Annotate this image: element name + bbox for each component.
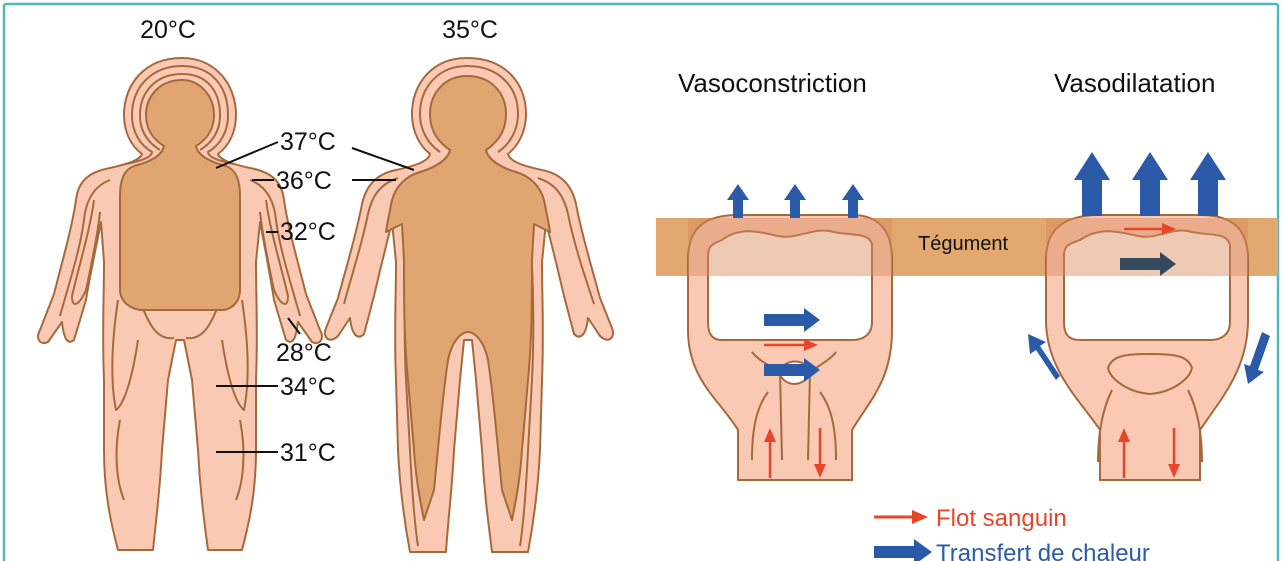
- heat-arrow-big-3: [1190, 152, 1226, 216]
- leader-37-warm: [352, 148, 414, 170]
- heat-arrow-big-2: [1132, 152, 1168, 216]
- title-vasodilatation: Vasodilatation: [1054, 68, 1215, 98]
- legend-heat-arrow-icon: [874, 539, 932, 561]
- label-temp-28: 28°C: [276, 339, 332, 367]
- legend-heat-transfer-label: Transfert de chaleur: [936, 540, 1150, 561]
- heat-arrow-up-2: [784, 184, 806, 218]
- label-warm-temp: 35°C: [442, 16, 498, 44]
- legend-blood-flow-label: Flot sanguin: [936, 505, 1067, 532]
- legend: Flot sanguin Transfert de chaleur: [874, 505, 1150, 561]
- title-vasoconstriction: Vasoconstriction: [678, 68, 867, 98]
- label-temp-32: 32°C: [280, 218, 336, 246]
- heat-arrow-up-1: [727, 184, 749, 218]
- tegument-overlap-left: [688, 218, 892, 276]
- heat-arrow-big-1: [1074, 152, 1110, 216]
- legend-blood-arrow-icon: [912, 510, 928, 524]
- label-temp-31: 31°C: [280, 439, 336, 467]
- label-tegument: Tégument: [918, 233, 1008, 255]
- label-cold-temp: 20°C: [140, 16, 196, 44]
- heat-arrow-up-3: [842, 184, 864, 218]
- label-temp-34: 34°C: [280, 373, 336, 401]
- label-temp-36: 36°C: [276, 167, 332, 195]
- heat-arrow-diag-right: [1244, 332, 1270, 384]
- warm-body-figure: [325, 58, 613, 552]
- label-temp-37: 37°C: [280, 128, 336, 156]
